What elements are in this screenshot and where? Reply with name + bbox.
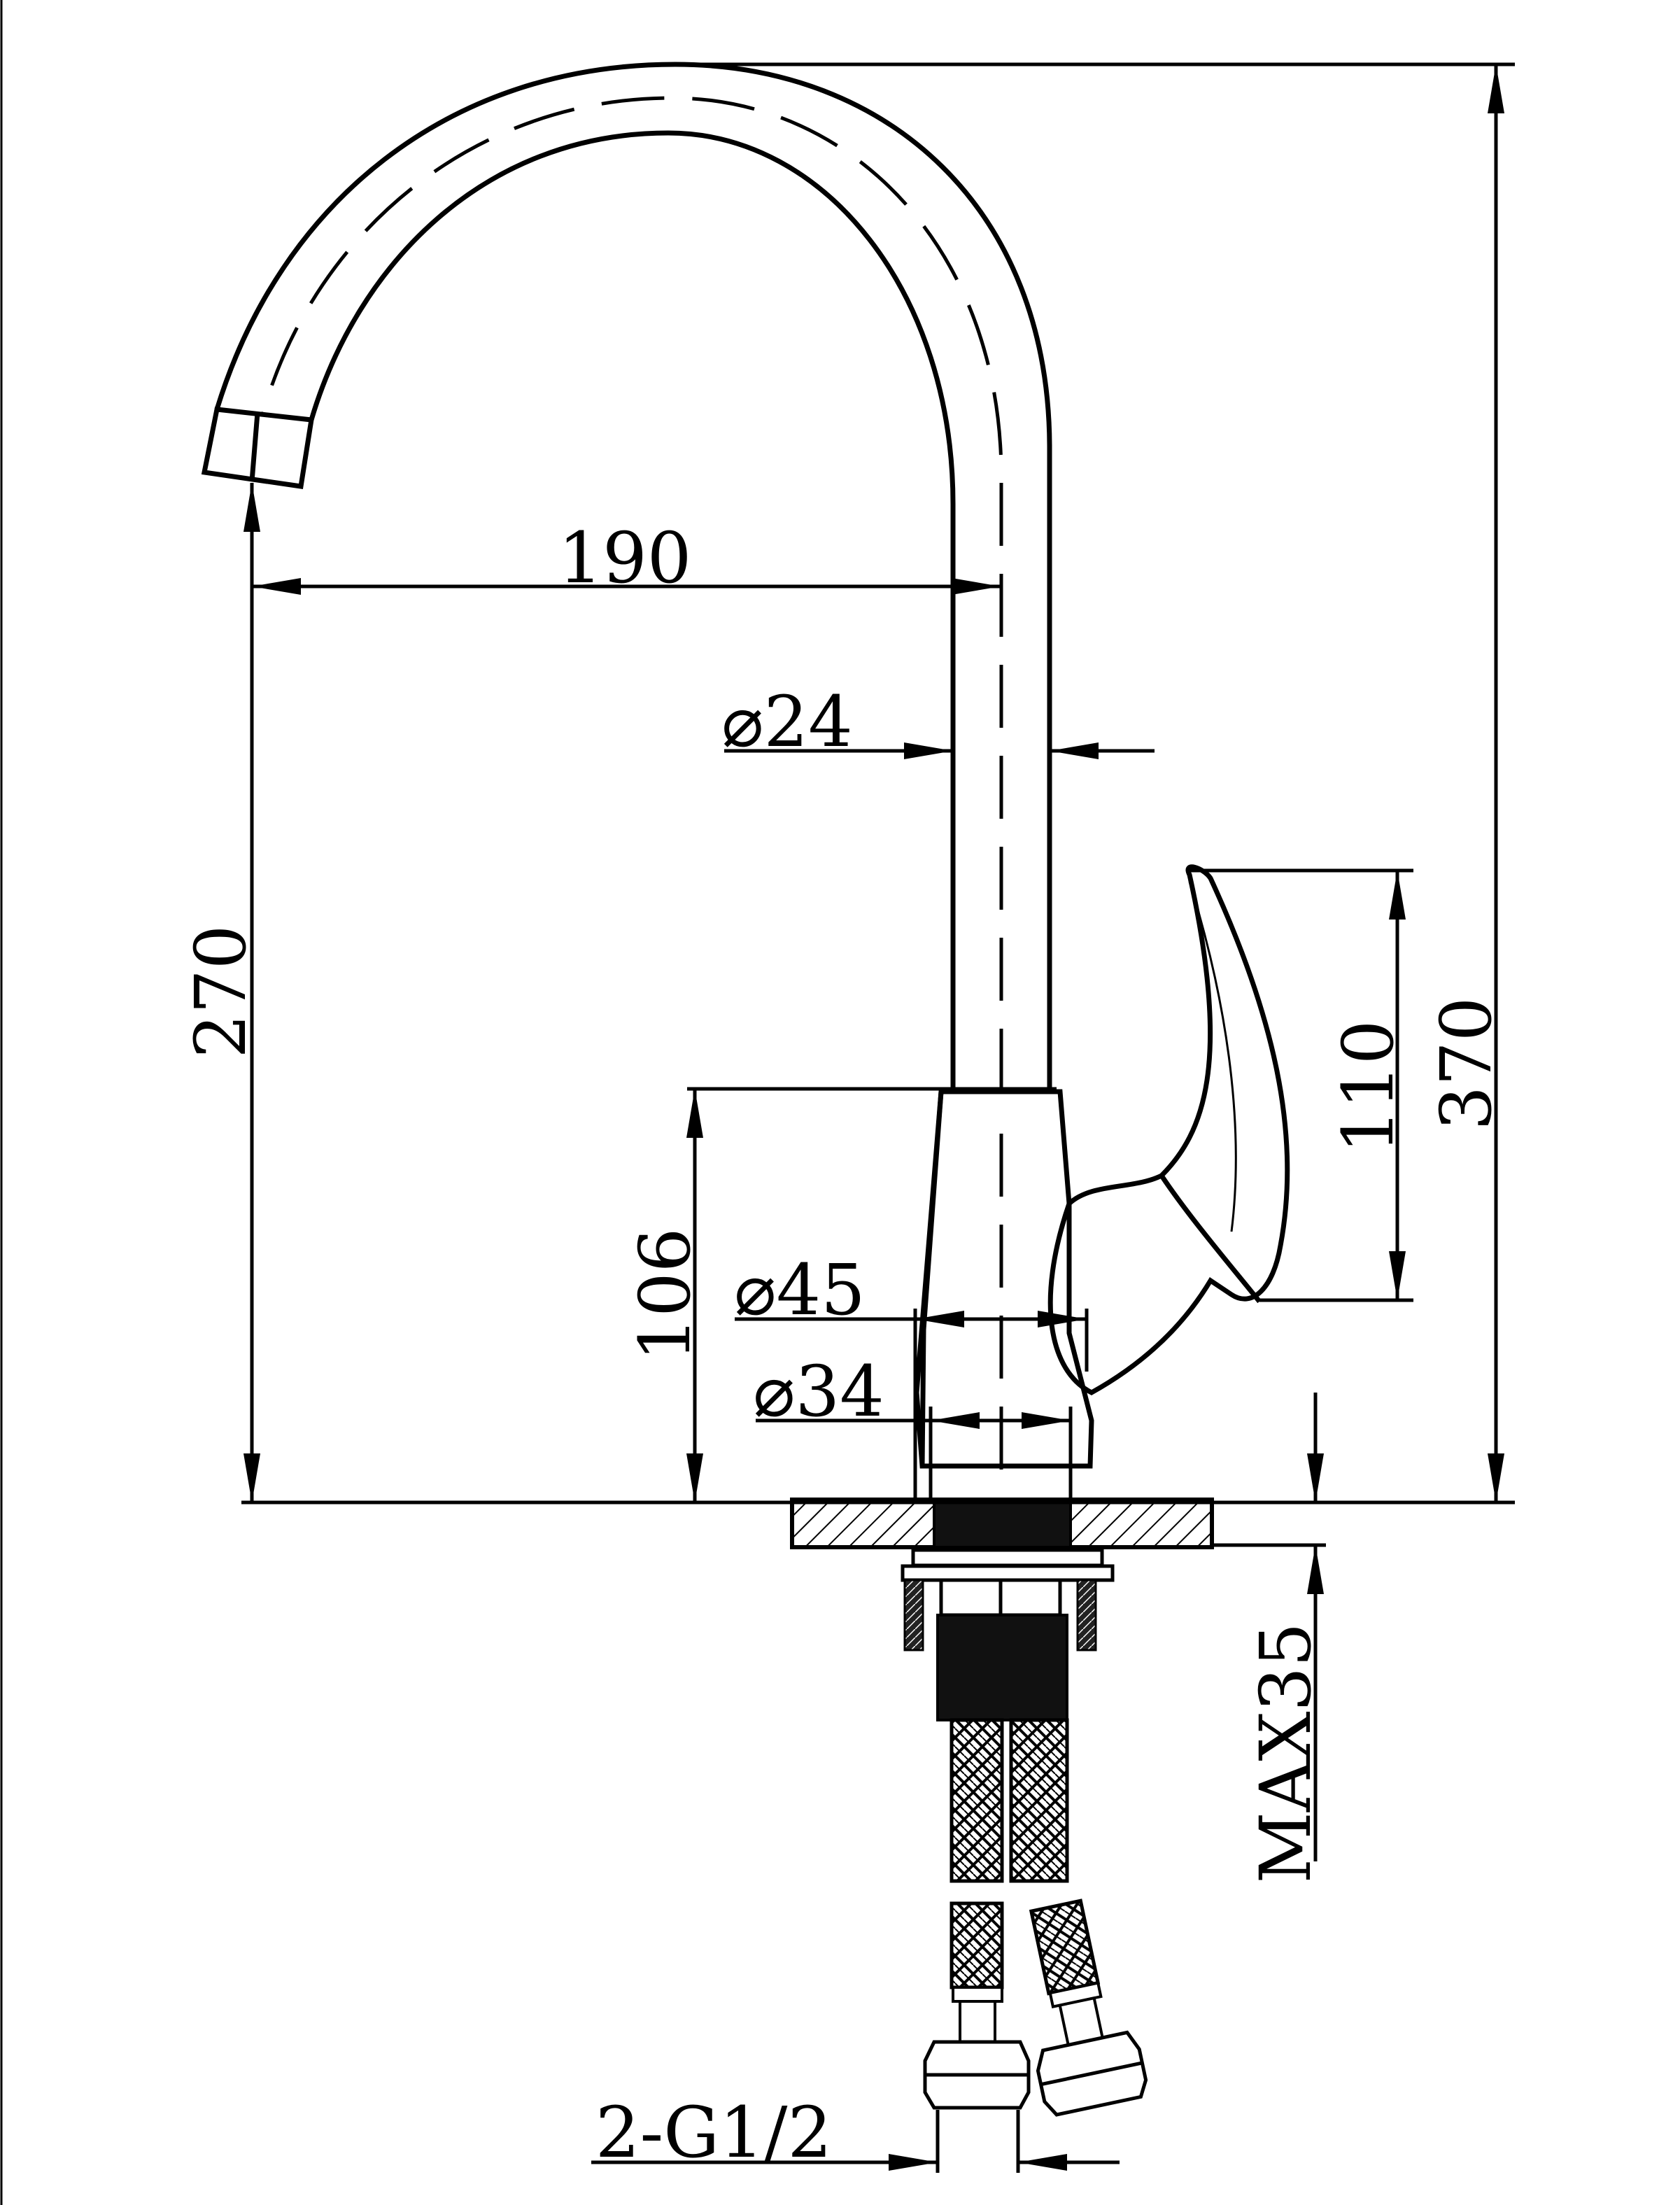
dim-label-base-diameter: ⌀45 xyxy=(734,1249,865,1331)
faucet-handle xyxy=(1047,864,1290,1395)
dim-label-shank-diameter: ⌀34 xyxy=(753,1351,884,1432)
countertop-section xyxy=(790,1498,1214,1549)
dim-label-spout-diameter: ⌀24 xyxy=(721,681,852,763)
dim-label-max-deck-thickness: MAX35 xyxy=(1245,1622,1327,1883)
dim-label-spout-reach: 190 xyxy=(558,517,692,599)
dim-label-body-height: 106 xyxy=(624,1228,706,1362)
dim-label-total-height: 370 xyxy=(1425,997,1507,1131)
dim-label-hose-connection: 2-G1/2 xyxy=(595,2092,832,2174)
dimension-lines xyxy=(241,62,1515,2173)
supply-hoses xyxy=(923,1718,1148,2117)
dim-label-handle-height: 110 xyxy=(1327,1020,1409,1154)
faucet-body xyxy=(914,1089,1094,1498)
mounting-hardware xyxy=(901,1548,1115,1721)
dim-label-spout-height: 270 xyxy=(180,925,262,1059)
